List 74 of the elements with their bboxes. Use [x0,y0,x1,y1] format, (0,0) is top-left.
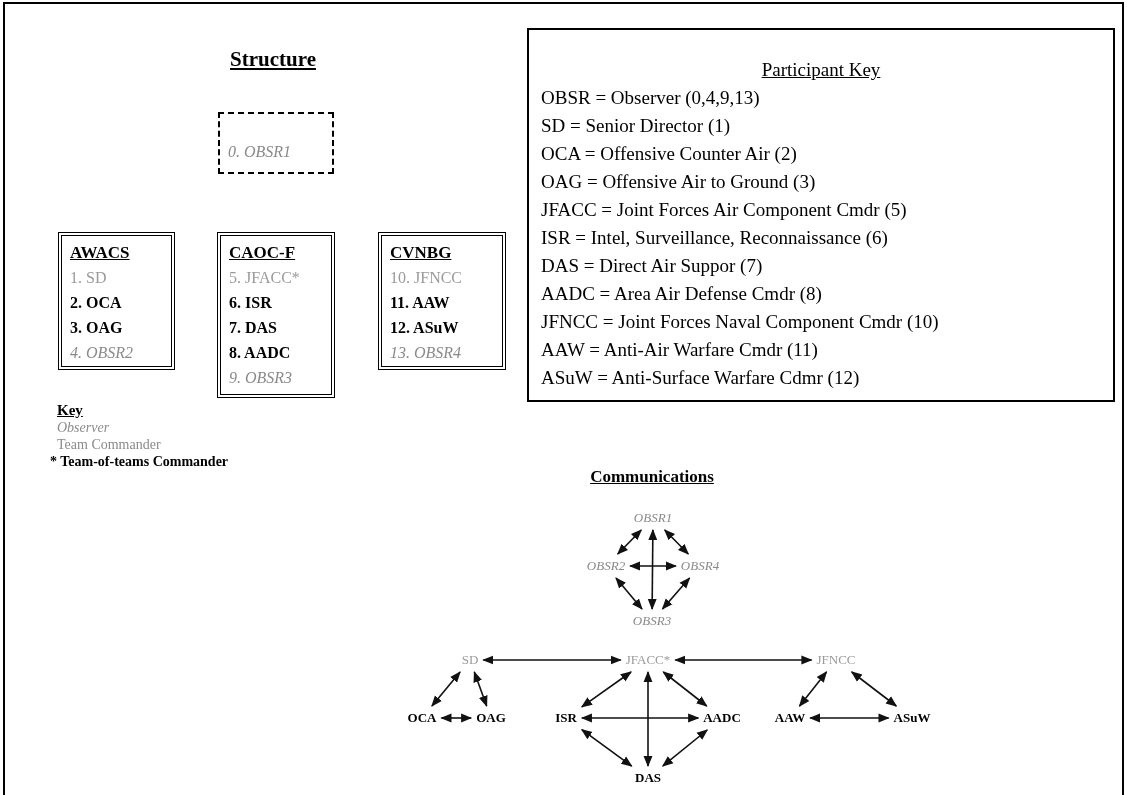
double-arrow [661,729,709,767]
participant-label: DAS [635,770,661,786]
key-heading: Key [57,401,83,420]
team-name: CAOC-F [229,242,297,264]
role-entry: 6. ISR [229,293,273,313]
role-entry: 4. OBSR2 [70,343,135,363]
team-box [58,232,175,370]
section-heading: Communications [589,466,715,488]
double-arrow [643,670,653,768]
double-arrow [662,671,708,707]
double-arrow [798,671,828,707]
role-entry: 13. OBSR4 [390,343,463,363]
double-arrow [580,671,632,708]
key-entry: OCA = Offensive Counter Air (2) [541,142,798,166]
key-entry: ISR = Intel, Surveillance, Reconnaissance (6) [541,226,889,250]
double-arrow [674,655,813,665]
role-entry: 12. ASuW [390,318,460,338]
participant-label: OBSR4 [680,558,720,574]
double-arrow [580,728,633,767]
key-entry: JFNCC = Joint Forces Naval Component Cmdr (10) [541,310,940,334]
double-arrow [440,713,473,723]
participant-label: AADC [703,710,741,726]
participant-label: ASuW [893,710,931,726]
participant-label: OAG [476,710,506,726]
key-entry: AAW = Anti-Air Warfare Cmdr (11) [541,338,819,362]
participant-label: JFNCC [816,652,856,668]
team-box [378,232,506,370]
team-box [218,112,334,174]
double-arrow [647,528,658,611]
key-entry: SD = Senior Director (1) [541,114,732,138]
double-arrow [850,671,898,707]
participant-label: SD [461,652,479,668]
key-entry: JFACC = Joint Forces Air Component Cmdr (5) [541,198,908,222]
key-entry: ASuW = Anti-Surface Warfare Cdmr (12) [541,366,861,390]
double-arrow [629,561,677,571]
key-entry: DAS = Direct Air Suppor (7) [541,254,764,278]
participant-label: OBSR2 [586,558,626,574]
team-name: AWACS [70,242,131,264]
key-title: Participant Key [761,58,881,82]
participant-label: AAW [774,710,806,726]
key-entry: AADC = Area Air Defense Cmdr (8) [541,282,823,306]
role-entry: 5. JFACC* [229,268,301,288]
double-arrow [473,670,488,708]
double-arrow [616,529,643,555]
role-entry: 7. DAS [229,318,278,338]
role-entry: 11. AAW [390,293,451,313]
role-entry: 9. OBSR3 [229,368,294,388]
participant-label: OCA [407,710,437,726]
double-arrow [809,713,890,723]
participant-label: ISR [555,710,577,726]
double-arrow [615,577,643,610]
participant-label: OBSR1 [633,510,673,526]
participant-key-panel [527,28,1115,402]
double-arrow [661,577,691,610]
role-entry: 1. SD [70,268,108,288]
participant-label: OBSR3 [632,613,672,629]
double-arrow [431,671,461,707]
double-arrow [482,655,622,665]
key-entry: OBSR = Observer (0,4,9,13) [541,86,761,110]
key-entry: OAG = Offensive Air to Ground (3) [541,170,817,194]
role-entry: 0. OBSR1 [228,142,293,162]
participant-label: JFACC* [625,652,671,668]
section-heading: Structure [229,46,317,73]
key-entry: Observer [57,419,110,437]
double-arrow [663,529,690,555]
key-entry: * Team-of-teams Commander [50,453,229,471]
role-entry: 8. AADC [229,343,292,363]
role-entry: 10. JFNCC [390,268,464,288]
double-arrow [580,713,700,723]
role-entry: 3. OAG [70,318,124,338]
role-entry: 2. OCA [70,293,123,313]
team-box [217,232,335,398]
team-name: CVNBG [390,242,453,264]
key-entry: Team Commander [57,436,161,454]
